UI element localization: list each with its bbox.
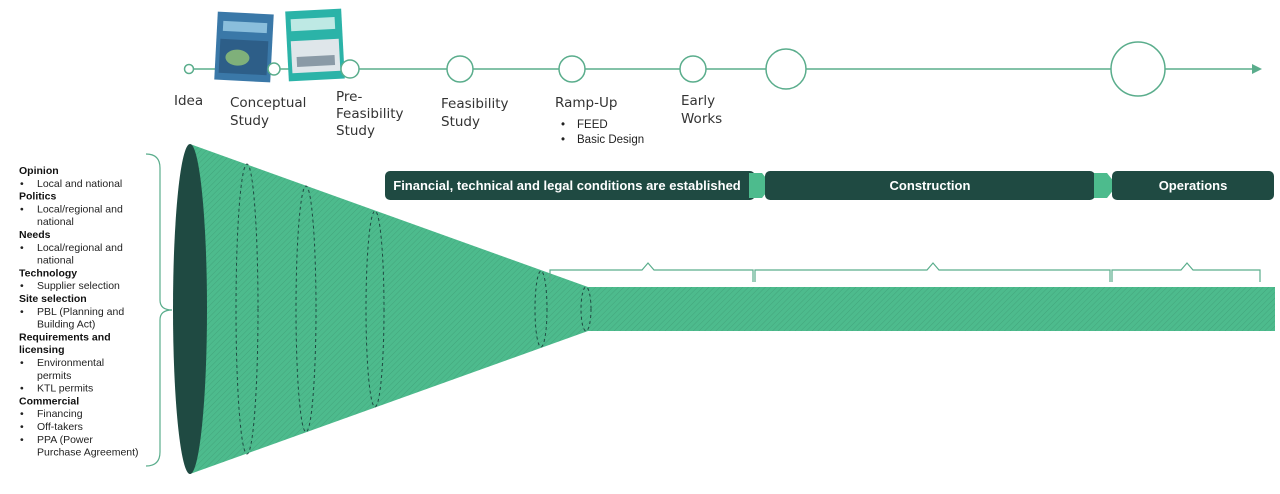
phase-label-construction: Construction <box>890 178 971 193</box>
phase-bar-operations <box>1112 171 1274 200</box>
phase-label-conditions: Financial, technical and legal condition… <box>393 178 741 193</box>
milestone-operations <box>1110 41 1166 97</box>
rampup-item-feed: •FEED <box>561 119 608 131</box>
funnel-ring-5 <box>580 286 592 332</box>
stage-label-conceptual: Conceptual Study <box>230 95 311 129</box>
rampup-item-basic-design: •Basic Design <box>561 134 644 146</box>
funnel <box>173 144 1275 474</box>
category-list: Opinion•Local and nationalPolitics•Local… <box>19 165 139 459</box>
milestone-prefeasibility <box>340 59 360 79</box>
category-item: national <box>37 216 74 228</box>
category-heading: licensing <box>19 344 65 356</box>
category-bullet: • <box>20 434 24 446</box>
category-heading: Opinion <box>19 165 59 177</box>
category-item: Environmental <box>37 357 104 369</box>
stage-label-feasibility: Feasibility Study <box>441 96 513 130</box>
phase-bar-conditions <box>385 171 755 200</box>
brace-conditions <box>549 262 754 282</box>
phase-braces <box>549 262 1261 282</box>
category-item: Financing <box>37 408 83 420</box>
category-bullet: • <box>20 383 24 395</box>
phase-label-operations: Operations <box>1159 178 1228 193</box>
category-item: Local/regional and <box>37 242 123 254</box>
phase-bar-construction <box>765 171 1095 200</box>
category-bracket <box>145 153 173 467</box>
category-bullet: • <box>20 306 24 318</box>
funnel-ring-2 <box>295 185 317 433</box>
book-cover-conceptual <box>214 11 274 83</box>
phase-bars: Financial, technical and legal condition… <box>385 171 1274 200</box>
funnel-body <box>190 144 1275 474</box>
category-item: Off-takers <box>37 421 83 433</box>
phase-arrow-2 <box>1094 173 1117 198</box>
category-heading: Commercial <box>19 395 79 407</box>
brace-construction <box>754 262 1111 282</box>
category-item: Local/regional and <box>37 203 123 215</box>
timeline-arrowhead <box>1252 64 1262 74</box>
category-item: KTL permits <box>37 383 93 395</box>
category-bullet: • <box>20 408 24 420</box>
book-cover-prefeasibility <box>285 8 345 82</box>
category-item: Local and national <box>37 178 122 190</box>
milestone-earlyworks <box>679 55 707 83</box>
milestone-conceptual <box>267 62 281 76</box>
stage-label-idea: Idea <box>174 93 203 109</box>
milestone-feasibility <box>446 55 474 83</box>
stage-label-earlyworks: Early Works <box>681 93 722 127</box>
milestone-idea <box>183 63 195 75</box>
category-bullet: • <box>20 280 24 292</box>
category-bullet: • <box>20 421 24 433</box>
category-item: PPA (Power <box>37 434 93 446</box>
category-heading: Site selection <box>19 293 87 305</box>
funnel-ring-3 <box>365 210 385 408</box>
category-heading: Requirements and <box>19 331 111 343</box>
category-item: PBL (Planning and <box>37 306 124 318</box>
funnel-ring-1 <box>235 163 259 455</box>
category-heading: Technology <box>19 267 77 279</box>
category-heading: Politics <box>19 191 57 203</box>
stage-label-rampup: Ramp-Up <box>555 95 617 111</box>
category-bullet: • <box>20 203 24 215</box>
category-item: Purchase Agreement) <box>37 447 139 459</box>
brace-operations <box>1111 262 1261 282</box>
stage-label-prefeasibility: Pre- Feasibility Study <box>336 89 408 139</box>
category-item: permits <box>37 370 71 382</box>
funnel-ring-4 <box>534 270 548 348</box>
category-bullet: • <box>20 357 24 369</box>
timeline: Idea Conceptual Study Pre- Feasibility S… <box>174 8 1262 146</box>
category-heading: Needs <box>19 229 51 241</box>
milestone-rampup <box>558 55 586 83</box>
milestone-construction <box>765 48 807 90</box>
category-item: national <box>37 255 74 267</box>
category-bullet: • <box>20 178 24 190</box>
category-bullet: • <box>20 242 24 254</box>
funnel-mouth <box>173 144 207 474</box>
category-item: Building Act) <box>37 319 95 331</box>
category-item: Supplier selection <box>37 280 120 292</box>
